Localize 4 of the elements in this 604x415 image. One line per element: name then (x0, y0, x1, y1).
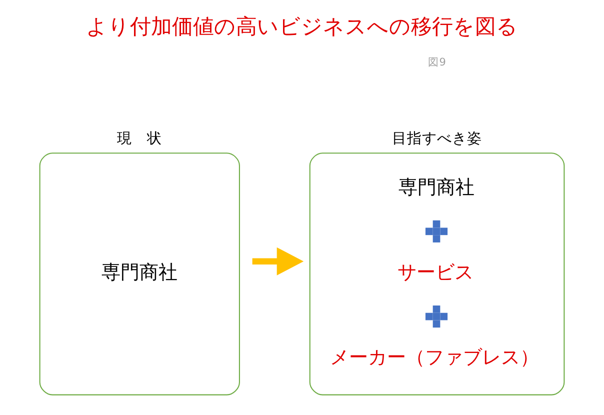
node-label: 目指すべき姿 (392, 130, 482, 147)
diagram-title: より付加価値の高いビジネスへの移行を図る (86, 13, 518, 38)
node-label: 現 状 (117, 130, 162, 147)
label: 図9 (428, 56, 446, 68)
